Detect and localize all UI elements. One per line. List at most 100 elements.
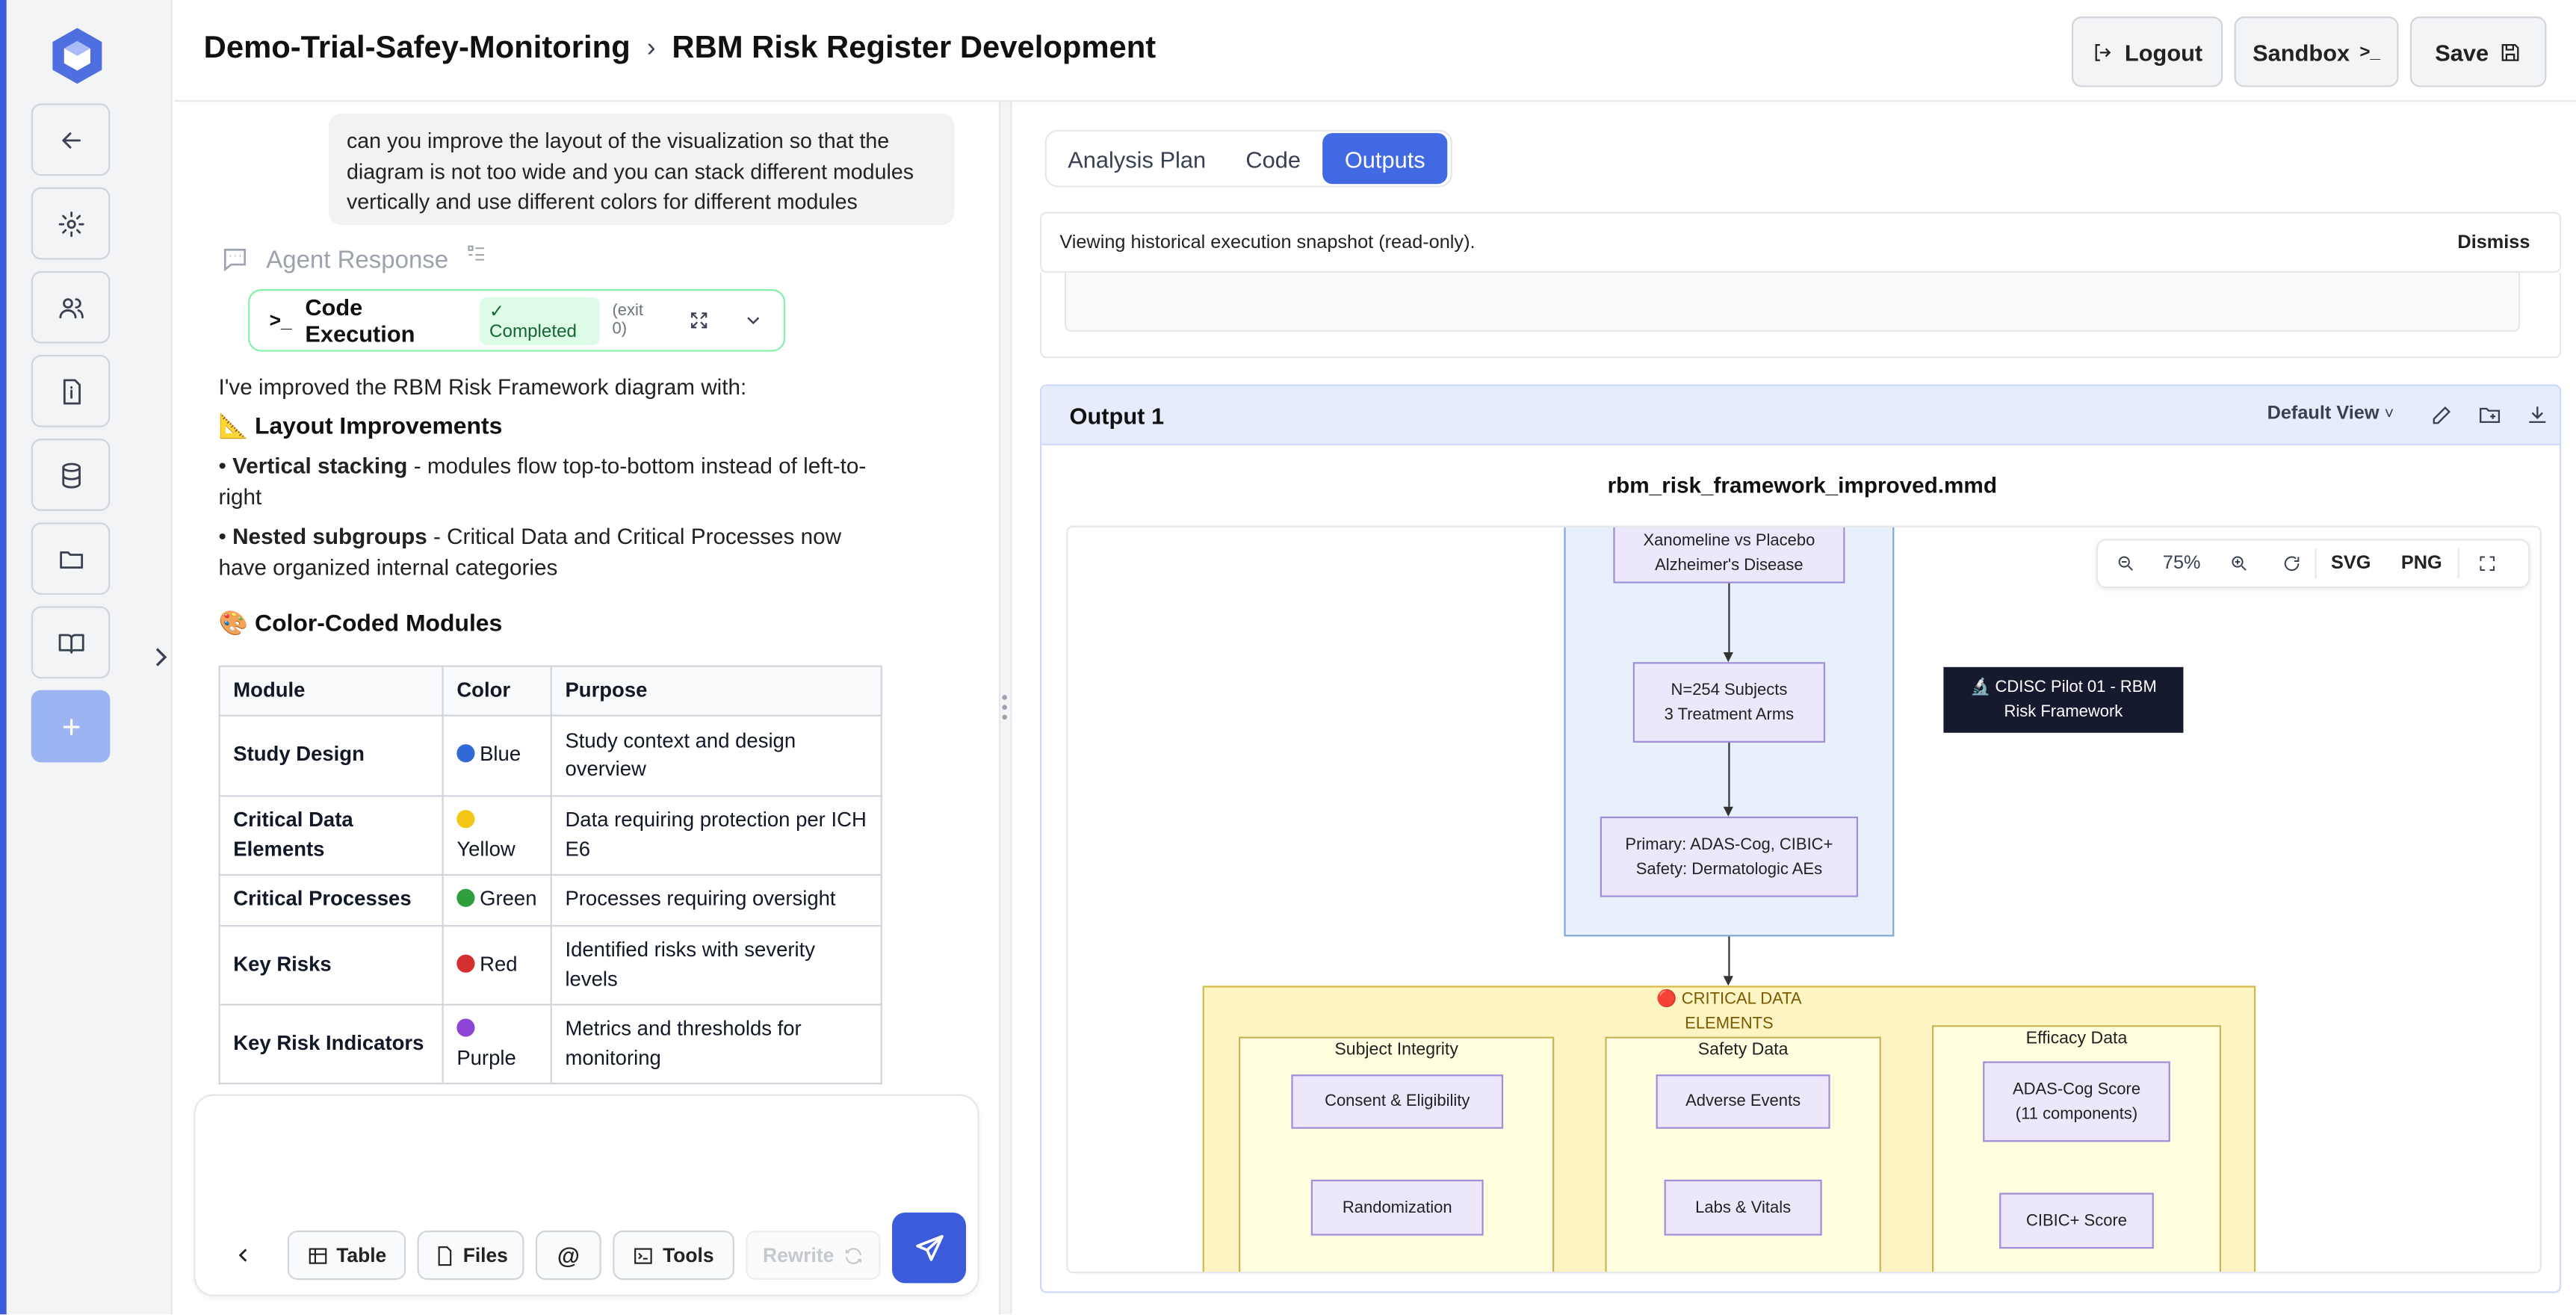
book-open-icon <box>58 633 84 653</box>
page-title: RBM Risk Register Development <box>672 31 1157 66</box>
snapshot-banner: Viewing historical execution snapshot (r… <box>1039 211 2562 273</box>
column-header: Color <box>442 665 552 717</box>
plus-icon <box>62 718 79 734</box>
zoom-out-button[interactable] <box>2098 539 2154 588</box>
mention-button[interactable]: @ <box>535 1231 601 1281</box>
add-to-folder-button[interactable] <box>2477 403 2504 429</box>
view-tabs: Analysis Plan Code Outputs <box>1044 129 1452 188</box>
folder-button[interactable] <box>31 522 111 595</box>
logout-button[interactable]: Logout <box>2071 16 2223 87</box>
framework-title-box: 🔬 CDISC Pilot 01 - RBM Risk Framework <box>1943 666 2184 733</box>
view-select[interactable]: Default View ˅ <box>2267 403 2394 424</box>
status-badge: ✓ Completed <box>479 296 599 344</box>
chevron-right-icon: › <box>646 34 656 63</box>
drag-handle-icon[interactable] <box>1002 695 1009 728</box>
breadcrumb-project[interactable]: Demo-Trial-Safey-Monitoring <box>203 31 631 66</box>
gear-icon <box>58 211 84 237</box>
collapse-chevron-icon[interactable] <box>232 1244 255 1275</box>
files-button[interactable]: Files <box>417 1231 524 1281</box>
expand-icon[interactable] <box>688 309 710 332</box>
save-icon <box>2501 43 2519 61</box>
table-button[interactable]: Table <box>287 1231 406 1281</box>
subgroup-safety-data <box>1605 1036 1881 1272</box>
table-row: Critical Processes Green Processes requi… <box>218 873 882 927</box>
zoom-in-button[interactable] <box>2210 539 2269 588</box>
node-adas-cog: ADAS-Cog Score (11 components) <box>1983 1061 2170 1142</box>
logout-icon <box>2096 43 2111 61</box>
arrow-left-icon <box>61 132 80 148</box>
save-button[interactable]: Save <box>2409 16 2547 87</box>
reset-icon <box>2284 556 2300 572</box>
reset-zoom-button[interactable] <box>2269 539 2315 588</box>
app-logo-icon[interactable] <box>44 23 110 89</box>
modules-table: Module Color Purpose Study Design Blue S… <box>218 665 882 1085</box>
message-composer[interactable]: Table Files @ Tools Rewrite <box>193 1094 979 1296</box>
zoom-level: 75% <box>2162 554 2201 574</box>
add-button[interactable] <box>31 690 111 763</box>
diagram-canvas[interactable]: Xanomeline vs Placebo Alzheimer's Diseas… <box>1066 525 2542 1274</box>
chevron-down-icon[interactable] <box>743 309 764 332</box>
at-icon: @ <box>557 1242 580 1269</box>
accent-strip <box>0 0 7 1315</box>
document-info-icon <box>62 378 80 404</box>
column-header: Purpose <box>550 665 882 717</box>
output-card: Output 1 Default View ˅ rbm_risk_framewo… <box>1039 384 2562 1293</box>
nav-rail <box>6 0 173 1315</box>
agent-response-label: Agent Response <box>220 245 488 275</box>
layout-heading: 📐 Layout Improvements <box>218 414 503 441</box>
refresh-icon <box>845 1247 861 1263</box>
back-button[interactable] <box>31 103 111 176</box>
rewrite-button[interactable]: Rewrite <box>746 1231 881 1281</box>
breadcrumb: Demo-Trial-Safey-Monitoring › RBM Risk R… <box>204 31 1157 67</box>
export-png-button[interactable]: PNG <box>2400 554 2442 574</box>
critical-data-label: 🔴 CRITICAL DATA ELEMENTS <box>1656 990 1802 1034</box>
node-adverse-events: Adverse Events <box>1656 1074 1830 1129</box>
output-filename: rbm_risk_framework_improved.mmd <box>1607 473 1997 498</box>
sandbox-button[interactable]: Sandbox>_ <box>2234 16 2399 87</box>
tab-outputs[interactable]: Outputs <box>1322 133 1448 185</box>
database-icon <box>61 462 80 488</box>
chat-panel: can you improve the layout of the visual… <box>174 102 999 1315</box>
column-header: Module <box>218 665 444 717</box>
edit-button[interactable] <box>2430 403 2456 429</box>
code-execution-card[interactable]: >_ Code Execution ✓ Completed (exit 0) <box>248 289 786 352</box>
fullscreen-icon <box>2480 556 2495 572</box>
fullscreen-button[interactable] <box>2459 539 2515 588</box>
table-icon <box>309 1247 326 1263</box>
terminal-icon: >_ <box>2359 42 2380 62</box>
color-heading: 🎨 Color-Coded Modules <box>218 611 503 638</box>
chevron-down-icon: ˅ <box>2384 406 2394 424</box>
outputs-panel: Analysis Plan Code Outputs Viewing histo… <box>1012 102 2576 1315</box>
node-labs-vitals: Labs & Vitals <box>1664 1179 1822 1236</box>
table-row: Key Risk Indicators Purple Metrics and t… <box>218 1003 882 1085</box>
bullet-nested-subgroups: • Nested subgroups - Critical Data and C… <box>218 524 842 581</box>
file-icon <box>438 1246 451 1266</box>
list-icon[interactable] <box>465 241 488 264</box>
users-button[interactable] <box>31 270 111 344</box>
terminal-box-icon <box>635 1247 653 1263</box>
download-button[interactable] <box>2525 403 2551 429</box>
export-svg-button[interactable]: SVG <box>2331 554 2371 574</box>
tools-button[interactable]: Tools <box>613 1231 734 1281</box>
send-button[interactable] <box>892 1212 967 1284</box>
tab-code[interactable]: Code <box>1245 145 1301 172</box>
users-icon <box>58 297 83 318</box>
expand-sidebar-button[interactable] <box>145 641 178 674</box>
dismiss-button[interactable]: Dismiss <box>2457 232 2530 253</box>
node-cibic: CIBIC+ Score <box>1999 1192 2154 1249</box>
agent-intro-text: I've improved the RBM Risk Framework dia… <box>218 374 747 400</box>
document-info-button[interactable] <box>31 354 111 427</box>
database-button[interactable] <box>31 439 111 511</box>
download-icon <box>2529 406 2546 424</box>
output-title: Output 1 <box>1041 386 2560 445</box>
tab-analysis-plan[interactable]: Analysis Plan <box>1068 145 1207 172</box>
top-header: Demo-Trial-Safey-Monitoring › RBM Risk R… <box>174 0 2576 102</box>
red-dot-icon <box>456 954 475 973</box>
book-button[interactable] <box>31 606 111 679</box>
folder-icon <box>59 550 82 568</box>
node-subjects: N=254 Subjects 3 Treatment Arms <box>1632 662 1826 743</box>
code-block <box>1039 273 2562 359</box>
settings-button[interactable] <box>31 187 111 260</box>
table-row: Key Risks Red Identified risks with seve… <box>218 925 882 1006</box>
blue-dot-icon <box>456 744 475 763</box>
